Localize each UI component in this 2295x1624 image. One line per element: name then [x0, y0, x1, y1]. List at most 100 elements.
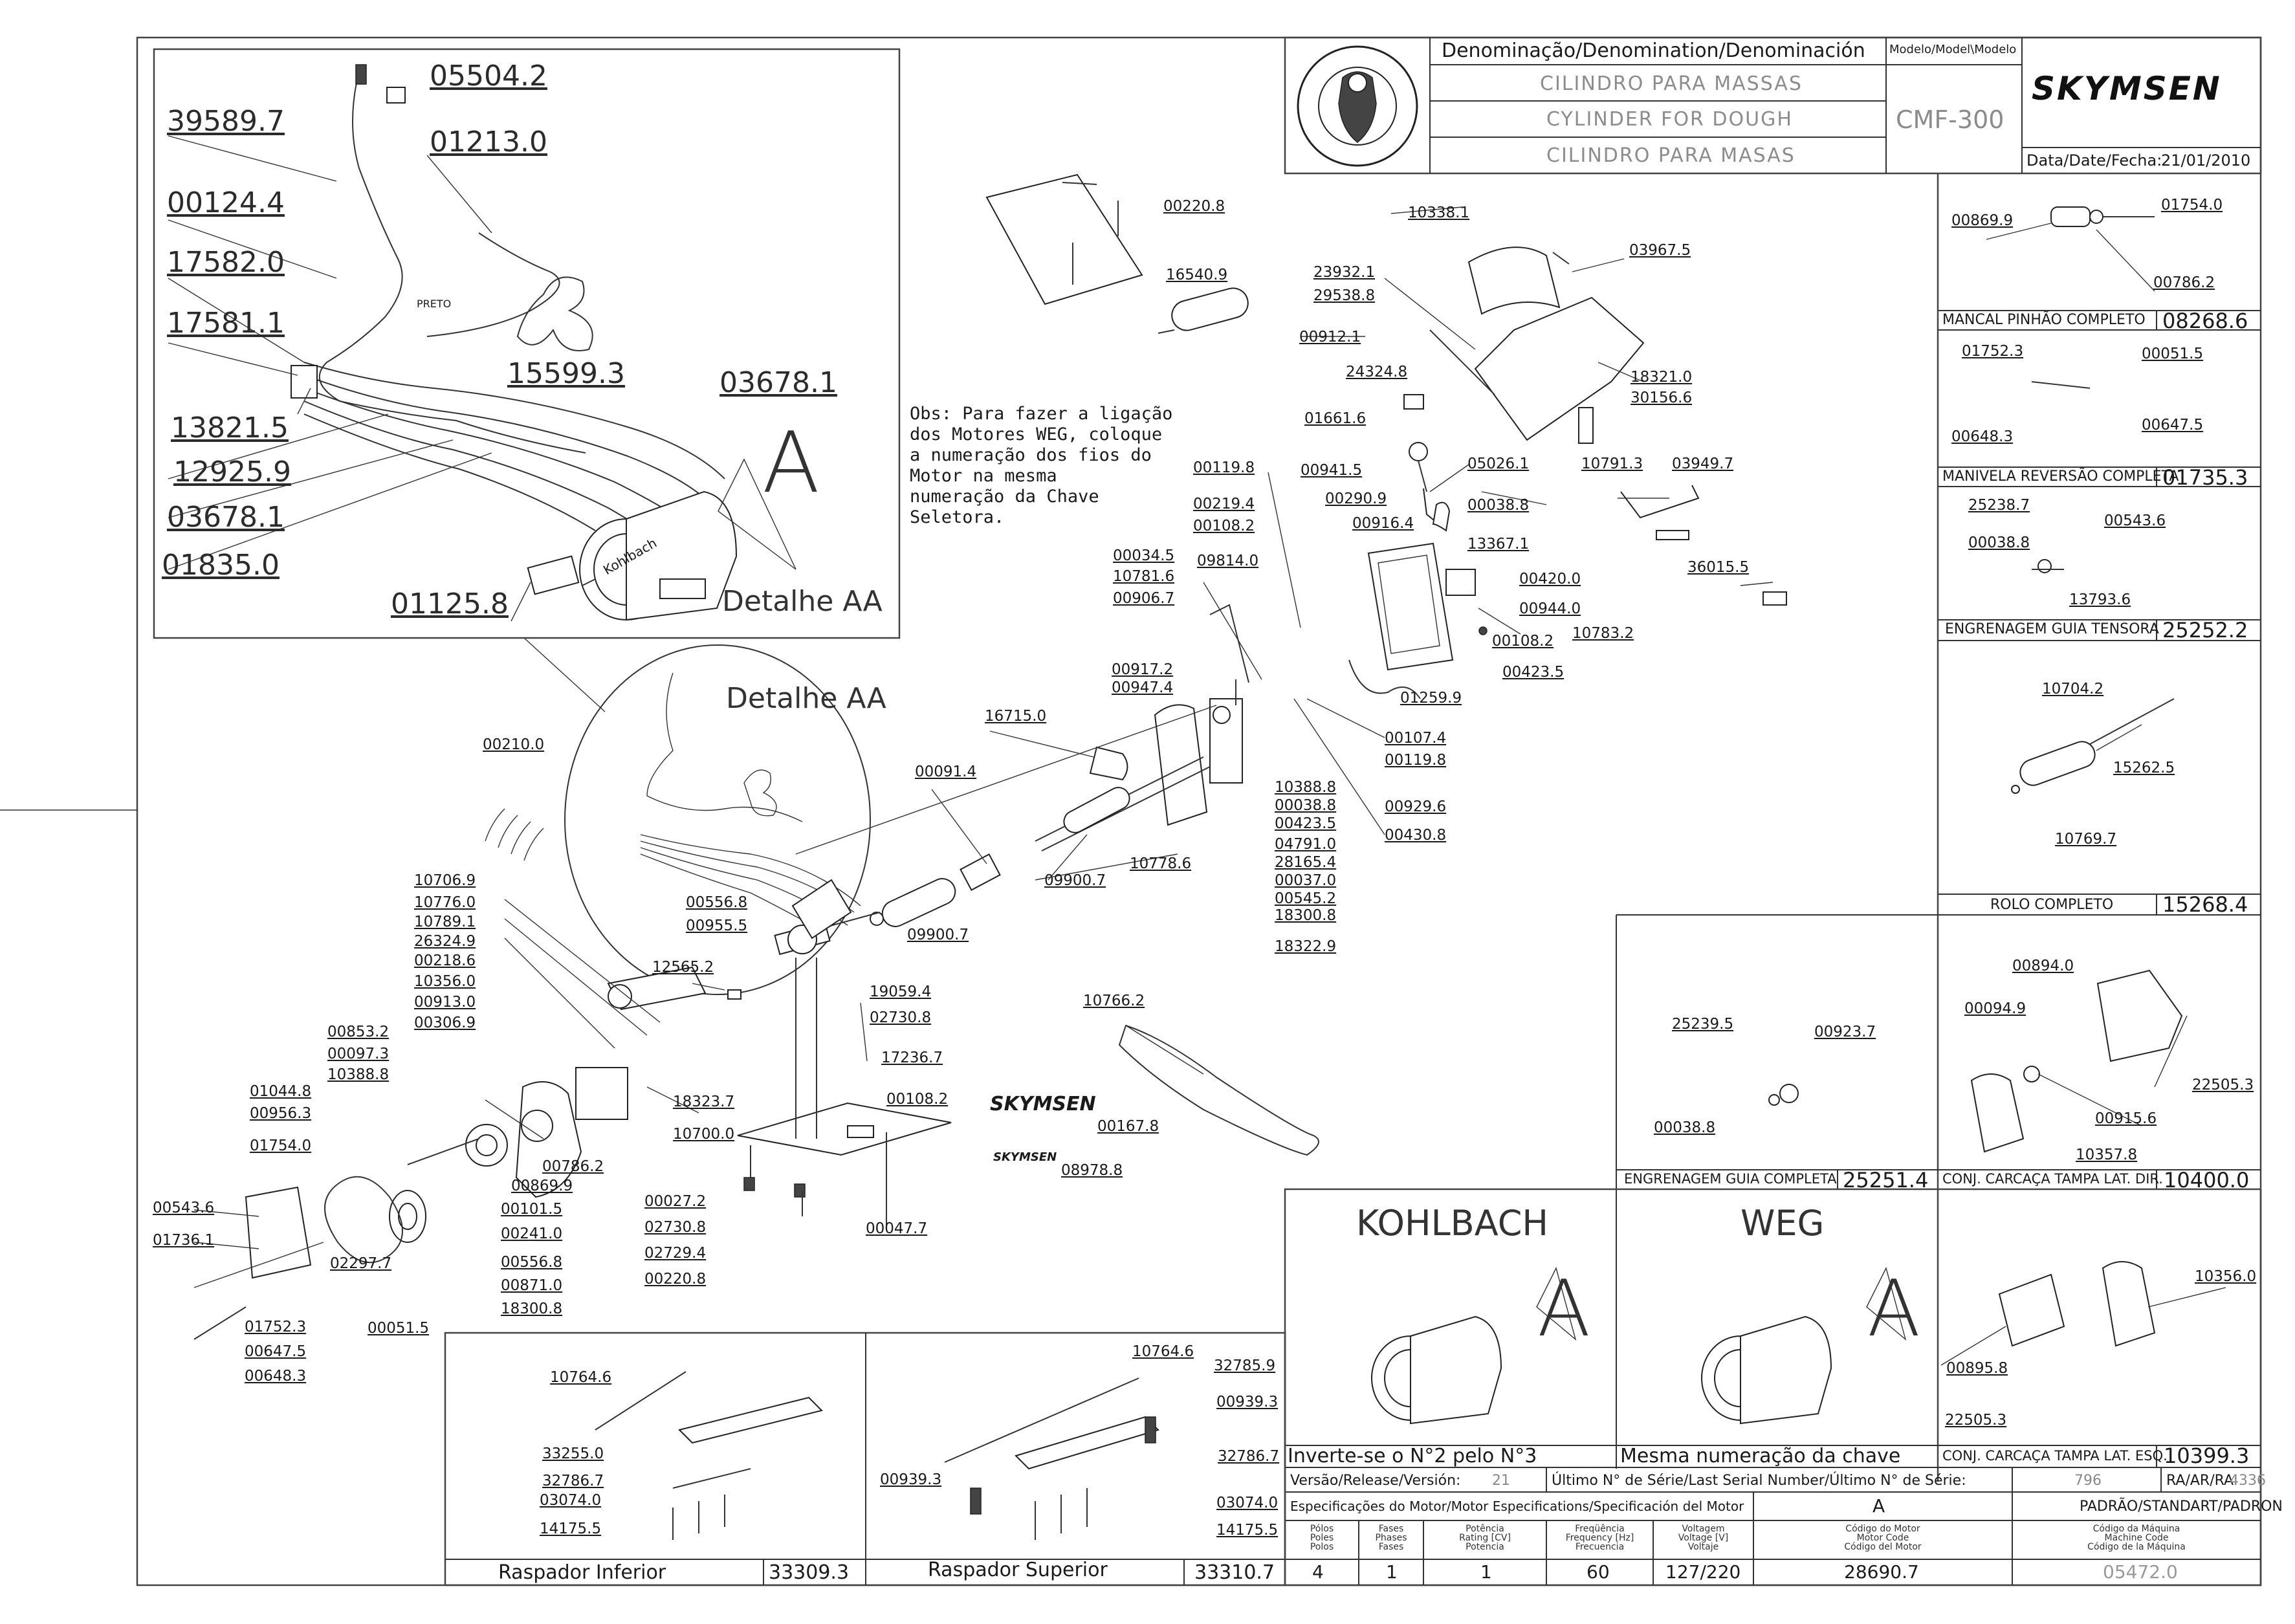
- spec-poles: 4: [1312, 1561, 1324, 1583]
- spec-standard: PADRÃO/STANDART/PADRON: [2080, 1498, 2283, 1515]
- wiring-note: Obs: Para fazer a ligação dos Motores WE…: [910, 404, 1173, 527]
- detail-letter: A: [762, 413, 820, 512]
- serial-value: 796: [2074, 1473, 2102, 1489]
- spec-frequency: 60: [1587, 1561, 1610, 1583]
- part-number: 09900.7: [907, 927, 969, 943]
- assembly-part: 22505.3: [1945, 1412, 2007, 1429]
- part-number: 00119.8: [1385, 752, 1447, 769]
- part-number: 00290.9: [1325, 490, 1387, 507]
- assembly-part: 00094.9: [1964, 1000, 2026, 1017]
- part-number: 18323.7: [673, 1093, 735, 1110]
- part-number: 29538.8: [1313, 287, 1376, 304]
- part-number: 00220.8: [644, 1271, 707, 1288]
- scraper-part: 33255.0: [542, 1445, 604, 1462]
- ra-value: 4336: [2230, 1473, 2266, 1489]
- scraper-name: Raspador Inferior: [498, 1561, 666, 1584]
- scraper-frames: [444, 1332, 1286, 1586]
- part-number: 18300.8: [1275, 907, 1337, 924]
- scraper-part: 00939.3: [1216, 1394, 1279, 1410]
- assembly-part: 10357.8: [2076, 1147, 2138, 1163]
- assembly-part: 00543.6: [2104, 512, 2166, 529]
- skymsen-small-logo: SKYMSEN: [993, 1150, 1057, 1164]
- leader-lines: [168, 135, 2226, 1366]
- ra-label: RA/AR/RA:: [2166, 1473, 2239, 1489]
- part-number: 00956.3: [250, 1105, 312, 1122]
- detail-part-label: 01125.8: [391, 587, 509, 620]
- motor-kohlbach-note: Inverte-se o N°2 pelo N°3: [1288, 1445, 1537, 1467]
- assembly-part: 01752.3: [1962, 343, 2024, 360]
- assembly-part: 25239.5: [1672, 1016, 1734, 1033]
- part-number: 00423.5: [1502, 664, 1565, 681]
- product-name-es: CILINDRO PARA MASAS: [1546, 144, 1795, 167]
- motor-kohlbach-letter: A: [1537, 1264, 1591, 1354]
- part-number: 05026.1: [1467, 455, 1530, 472]
- assembly-name: CONJ. CARCAÇA TAMPA LAT. ESQ.: [1942, 1448, 2168, 1464]
- scraper-part: 10764.6: [550, 1369, 612, 1386]
- part-number: 16540.9: [1166, 267, 1228, 283]
- spec-motor-code: 28690.7: [1844, 1561, 1919, 1583]
- part-number: 00647.5: [245, 1343, 307, 1360]
- assembly-part: 00038.8: [1654, 1119, 1716, 1136]
- wire-label: PRETO: [417, 298, 452, 310]
- part-number: 23932.1: [1313, 264, 1376, 281]
- assembly-part: 00051.5: [2142, 346, 2204, 362]
- detail-part-label: 17582.0: [167, 246, 285, 279]
- assembly-code: 25251.4: [1843, 1168, 1929, 1192]
- assembly-name: MANIVELA REVERSÃO COMPLETA: [1942, 468, 2179, 485]
- detail-title: Detalhe AA: [722, 585, 883, 618]
- part-number: 08978.8: [1061, 1162, 1123, 1179]
- part-number: 00545.2: [1275, 890, 1337, 907]
- assembly-part: 01754.0: [2161, 197, 2223, 214]
- assembly-part: 10769.7: [2055, 831, 2117, 848]
- spec-letter: A: [1872, 1495, 1885, 1517]
- part-number: 10388.8: [327, 1066, 390, 1083]
- part-number: 24324.8: [1346, 364, 1408, 380]
- part-number: 00119.8: [1193, 459, 1255, 476]
- assembly-part: 10704.2: [2042, 681, 2104, 697]
- part-number: 10356.0: [414, 973, 476, 990]
- part-number: 18300.8: [501, 1300, 563, 1317]
- part-number: 00051.5: [368, 1320, 430, 1337]
- scraper-part: 03074.0: [540, 1492, 602, 1509]
- assembly-part: 13793.6: [2069, 591, 2131, 608]
- assembly-part: 15262.5: [2113, 760, 2175, 776]
- motor-kohlbach-title: KOHLBACH: [1356, 1203, 1548, 1244]
- part-number: 10781.6: [1113, 568, 1175, 585]
- part-number: 00218.6: [414, 952, 476, 969]
- part-number: 10789.1: [414, 914, 476, 930]
- part-number: 00038.8: [1467, 497, 1530, 514]
- motor-weg-letter: A: [1867, 1264, 1921, 1354]
- assembly-code: 10400.0: [2164, 1168, 2250, 1192]
- part-number: 19059.4: [870, 983, 932, 1000]
- model-code: CMF-300: [1896, 105, 2004, 134]
- assembly-code: 08268.6: [2162, 309, 2248, 333]
- spec-machine-code: 05472.0: [2103, 1561, 2178, 1583]
- spec-col-label: Pólos Poles Polos: [1310, 1524, 1334, 1552]
- assembly-code: 25252.2: [2162, 618, 2248, 642]
- scraper-part: 32786.7: [542, 1473, 604, 1489]
- part-number: 01752.3: [245, 1319, 307, 1335]
- detail-aa-box: [153, 48, 901, 639]
- part-number: 02729.4: [644, 1245, 707, 1262]
- scraper-code: 33309.3: [769, 1561, 850, 1584]
- part-number: 00037.0: [1275, 872, 1337, 889]
- skymsen-label-logo: SKYMSEN: [990, 1093, 1096, 1115]
- part-number: 00047.7: [866, 1220, 928, 1237]
- spec-col-label: Freqüência Frequency [Hz] Frecuencia: [1565, 1524, 1634, 1552]
- part-number: 01736.1: [153, 1232, 215, 1249]
- part-number: 00097.3: [327, 1046, 390, 1062]
- part-number: 18322.9: [1275, 938, 1337, 955]
- scraper-part: 14175.5: [540, 1520, 602, 1537]
- version-value: 21: [1492, 1473, 1510, 1489]
- part-number: 02297.7: [330, 1255, 392, 1272]
- scraper-part: 03074.0: [1216, 1495, 1279, 1511]
- date-label: Data/Date/Fecha:: [2026, 151, 2162, 170]
- part-number: 01661.6: [1304, 410, 1367, 427]
- detail-aa-circle: [523, 637, 871, 995]
- part-number: 00107.4: [1385, 730, 1447, 747]
- part-number: 12565.2: [652, 959, 714, 976]
- part-number: 01044.8: [250, 1083, 312, 1100]
- assembly-part: 00895.8: [1946, 1360, 2008, 1377]
- assembly-name: ENGRENAGEM GUIA COMPLETA: [1624, 1171, 1837, 1187]
- part-number: 00091.4: [915, 763, 977, 780]
